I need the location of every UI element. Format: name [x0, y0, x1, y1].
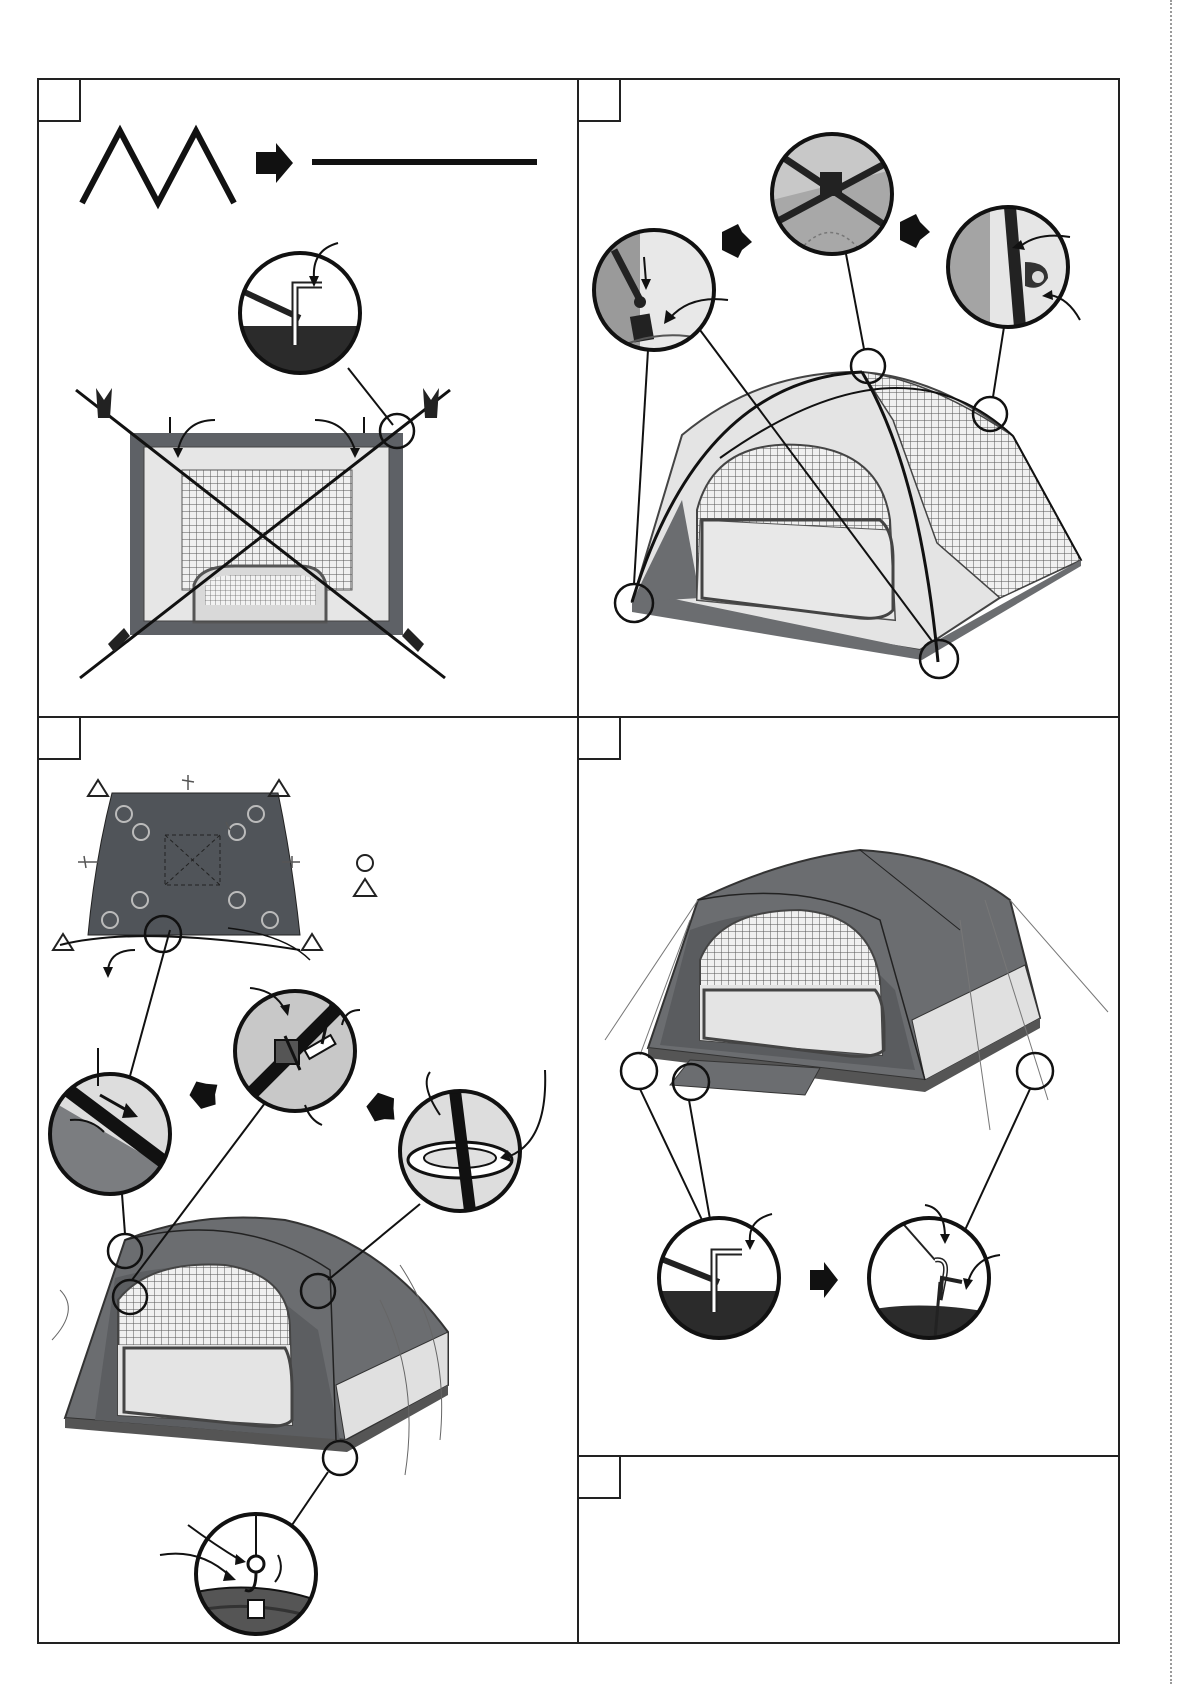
- arrow-icon: [186, 1073, 227, 1114]
- arrow-right-icon: [810, 1262, 838, 1298]
- panel-1-illustration: [76, 131, 537, 678]
- legend-triangle-icon: [354, 879, 376, 896]
- legend-circle-icon: [357, 855, 373, 871]
- panel-3-illustration: [50, 775, 545, 1634]
- arrow-icon: [363, 1088, 405, 1130]
- panel-4-illustration: [605, 850, 1108, 1341]
- folded-pole-icon: [82, 131, 234, 203]
- panel-2-illustration: [594, 134, 1081, 678]
- arrow-right-icon: [256, 143, 293, 183]
